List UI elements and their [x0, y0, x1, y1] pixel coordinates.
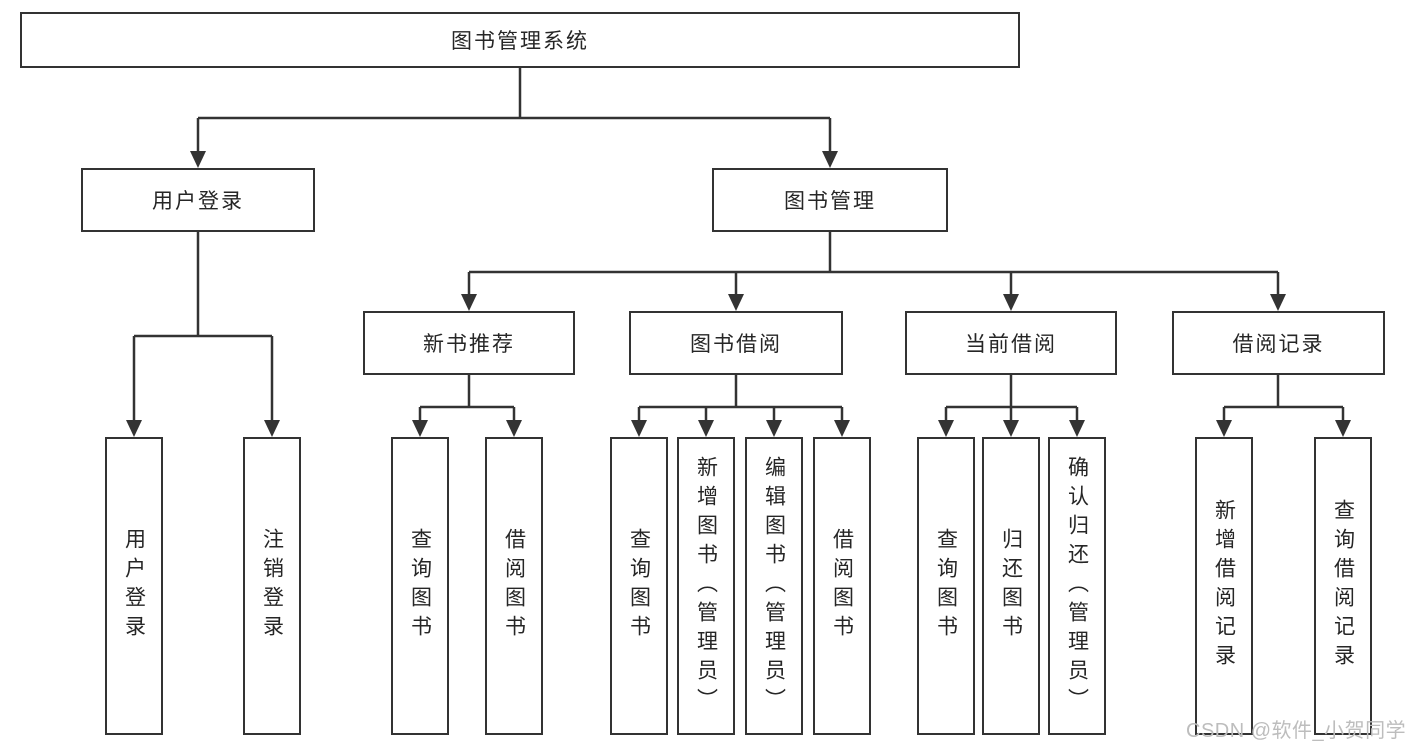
- leaf-add-borrow-record: 新增借阅记录: [1195, 437, 1253, 735]
- node-label: 借阅图书: [830, 528, 854, 644]
- node-user-login: 用户登录: [81, 168, 315, 232]
- node-label: 归还图书: [999, 528, 1023, 644]
- node-label: 当前借阅: [965, 333, 1057, 356]
- node-label: 查询图书: [934, 528, 958, 644]
- leaf-return-book: 归还图书: [982, 437, 1040, 735]
- leaf-logout: 注销登录: [243, 437, 301, 735]
- watermark: CSDN @软件_小贺同学: [1186, 720, 1405, 742]
- node-label: 编辑图书（管理员）: [762, 455, 786, 717]
- node-new-book-recommendation: 新书推荐: [363, 311, 575, 375]
- node-label: 查询图书: [408, 528, 432, 644]
- leaf-confirm-return-admin: 确认归还（管理员）: [1048, 437, 1106, 735]
- node-label: 图书管理: [784, 190, 876, 213]
- node-label: 借阅图书: [502, 528, 526, 644]
- leaf-query-borrow-record: 查询借阅记录: [1314, 437, 1372, 735]
- node-label: 图书管理系统: [451, 30, 589, 53]
- node-label: 新增借阅记录: [1212, 499, 1236, 673]
- node-book-management: 图书管理: [712, 168, 948, 232]
- leaf-edit-book-admin: 编辑图书（管理员）: [745, 437, 803, 735]
- leaf-query-books-current: 查询图书: [917, 437, 975, 735]
- node-label: 查询图书: [627, 528, 651, 644]
- node-current-borrowing: 当前借阅: [905, 311, 1117, 375]
- node-label: 用户登录: [152, 190, 244, 213]
- node-label: 注销登录: [260, 528, 284, 644]
- node-label: 新书推荐: [423, 333, 515, 356]
- leaf-borrow-books-recommend: 借阅图书: [485, 437, 543, 735]
- node-label: 用户登录: [122, 528, 146, 644]
- leaf-add-book-admin: 新增图书（管理员）: [677, 437, 735, 735]
- leaf-user-login: 用户登录: [105, 437, 163, 735]
- node-label: 确认归还（管理员）: [1065, 455, 1089, 717]
- leaf-query-books-recommend: 查询图书: [391, 437, 449, 735]
- node-label: 借阅记录: [1232, 333, 1325, 356]
- leaf-query-books-borrowing: 查询图书: [610, 437, 668, 735]
- node-book-borrowing: 图书借阅: [629, 311, 843, 375]
- node-label: 图书借阅: [690, 333, 782, 356]
- node-library-management-system: 图书管理系统: [20, 12, 1020, 68]
- node-borrowing-records: 借阅记录: [1172, 311, 1385, 375]
- node-label: 新增图书（管理员）: [694, 455, 718, 717]
- node-label: 查询借阅记录: [1331, 499, 1355, 673]
- leaf-borrow-books-borrowing: 借阅图书: [813, 437, 871, 735]
